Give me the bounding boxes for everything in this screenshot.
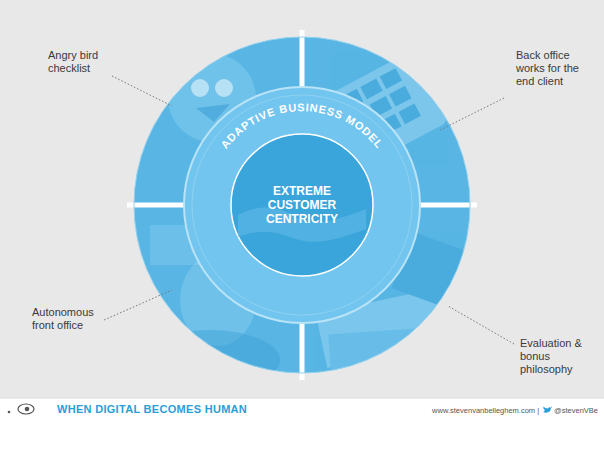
quadrant-label: Angry bird checklist bbox=[48, 49, 120, 75]
quadrant-label: Autonomous front office bbox=[32, 306, 106, 332]
eye-icon bbox=[8, 404, 34, 414]
ring-ripple bbox=[192, 95, 412, 315]
bird-shape bbox=[543, 407, 552, 413]
footer-band bbox=[0, 398, 604, 451]
center-circle: EXTREME CUSTOMER CENTRICITY bbox=[230, 133, 374, 277]
ring-title: ADAPTIVE BUSINESS MODEL bbox=[218, 101, 385, 151]
bird-eye bbox=[191, 79, 209, 97]
leader-line bbox=[112, 76, 172, 106]
center-disc bbox=[231, 134, 373, 276]
footer-title: WHEN DIGITAL BECOMES HUMAN bbox=[57, 403, 247, 416]
center-text-box: EXTREME CUSTOMER CENTRICITY bbox=[252, 133, 352, 277]
bird-sky bbox=[140, 40, 200, 70]
center-title: EXTREME CUSTOMER CENTRICITY bbox=[254, 184, 350, 226]
footer-rule bbox=[0, 398, 604, 399]
disc-edge bbox=[134, 37, 470, 373]
ring-band bbox=[184, 87, 420, 323]
bird-eye bbox=[215, 79, 233, 97]
person-shoulders bbox=[140, 330, 280, 390]
twitter-bird-icon bbox=[542, 406, 552, 415]
quadrant-label: Evaluation & bonus philosophy bbox=[520, 337, 596, 376]
footer-handle: @stevenVBe bbox=[554, 406, 598, 415]
footer-url: www.stevenvanbelleghem.com | bbox=[432, 406, 539, 415]
leader-lines bbox=[104, 76, 514, 344]
leader-line bbox=[448, 306, 514, 344]
text-arc bbox=[214, 111, 391, 173]
leader-line bbox=[104, 290, 172, 320]
adaptive-ring: EXTREME CUSTOMER CENTRICITY ADAPTIVE BUSI… bbox=[182, 85, 422, 325]
outer-disc bbox=[134, 37, 470, 373]
quadrant-disc bbox=[127, 30, 477, 390]
quadrant-label: Back office works for the end client bbox=[516, 49, 594, 88]
leader-line bbox=[440, 98, 504, 130]
